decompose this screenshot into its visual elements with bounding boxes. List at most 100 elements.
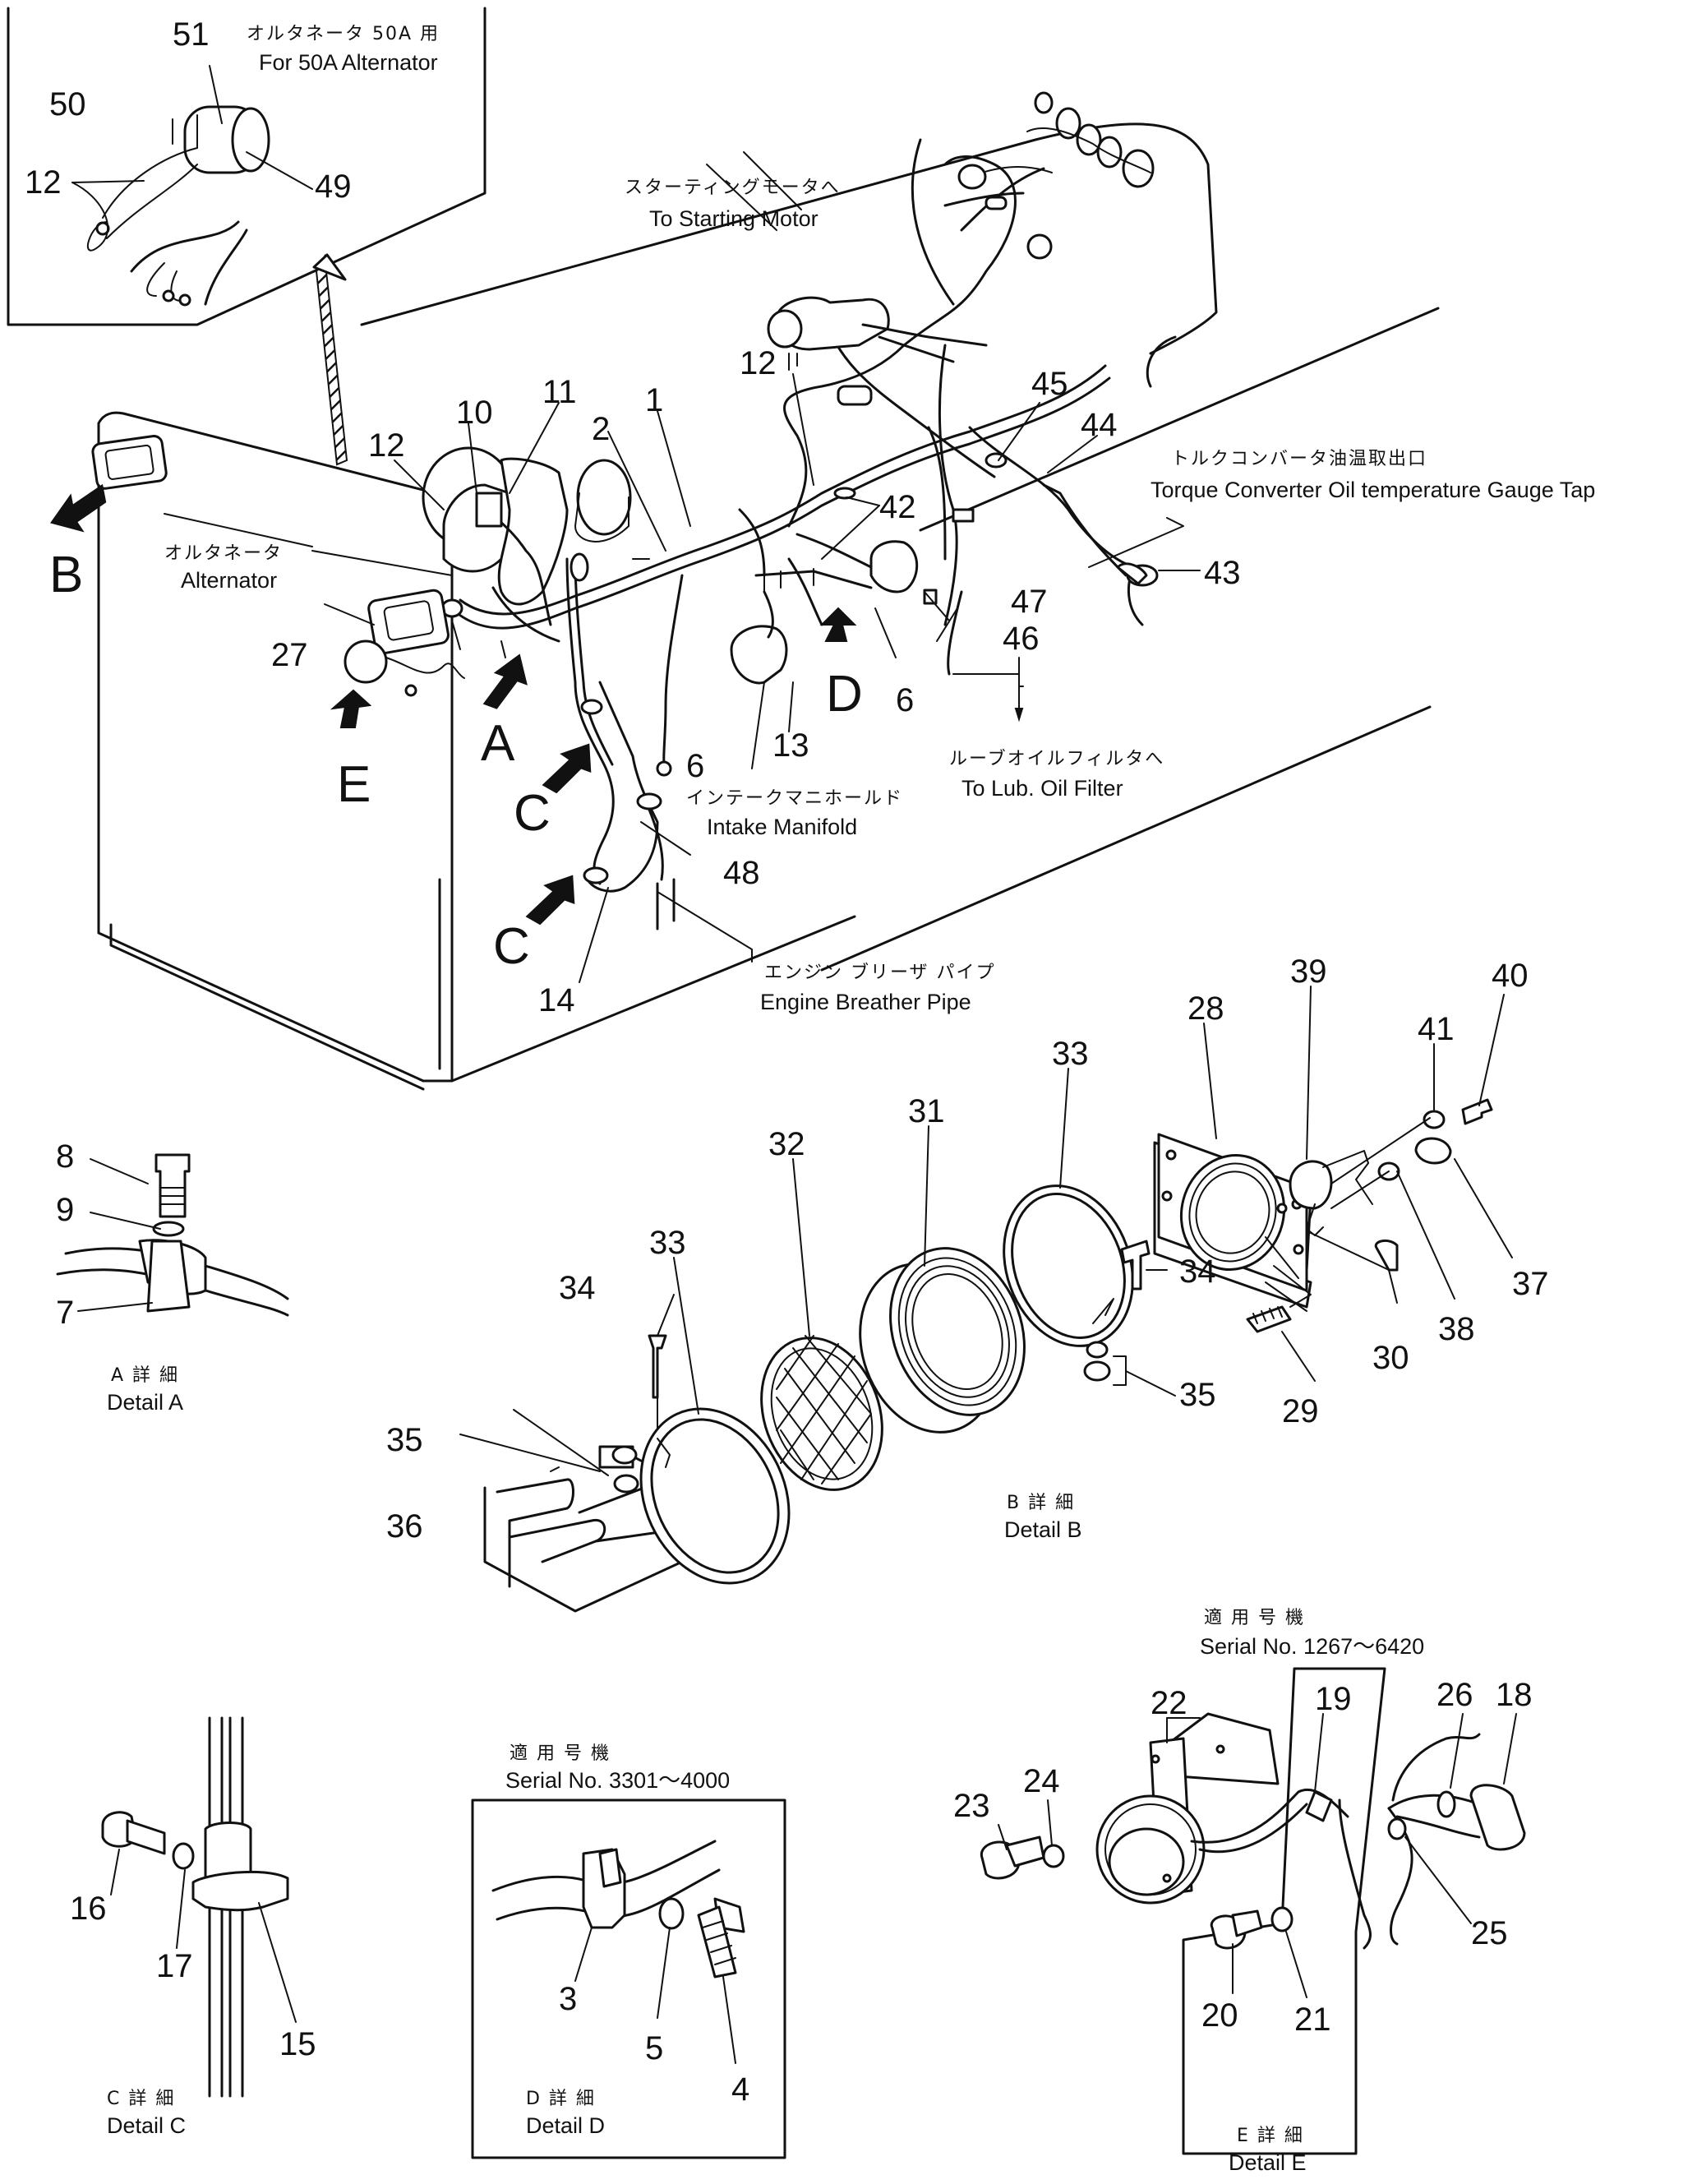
- arrow-label-c1: C: [514, 785, 551, 842]
- label-35-left: 35: [386, 1422, 423, 1458]
- main-harness: [454, 155, 1136, 777]
- arrow-d: [819, 607, 857, 642]
- detail-e-en: Detail E: [1229, 2150, 1307, 2175]
- part-b-lamp: [91, 435, 168, 490]
- label-32: 32: [768, 1126, 805, 1162]
- label-27: 27: [271, 637, 308, 673]
- detail-a: 8 9 7 A 詳 細 Detail A: [56, 1138, 289, 1415]
- label-18: 18: [1496, 1677, 1533, 1713]
- harness-c: [565, 552, 664, 893]
- label-15: 15: [279, 2026, 316, 2062]
- label-2: 2: [592, 411, 610, 447]
- detail-c-en: Detail C: [107, 2113, 186, 2138]
- alt50-jp: オルタネータ 50A 用: [247, 24, 440, 44]
- label-39: 39: [1290, 953, 1327, 990]
- alternator-en: Alternator: [181, 568, 277, 593]
- lube-en: To Lub. Oil Filter: [961, 776, 1123, 801]
- view-arrows: [49, 483, 857, 926]
- label-45: 45: [1031, 366, 1068, 402]
- label-12-main-right: 12: [740, 345, 777, 381]
- intake-en: Intake Manifold: [707, 815, 857, 839]
- label-36: 36: [386, 1508, 423, 1544]
- main-labels: 12 10 11 2 1 12 42 45 44 43 47 46 6 13 6…: [49, 178, 1595, 1018]
- label-49: 49: [315, 169, 352, 205]
- label-21: 21: [1294, 2002, 1331, 2038]
- label-43: 43: [1204, 555, 1241, 591]
- arrow-label-c2: C: [493, 918, 530, 975]
- torque-jp: トルクコンバータ油温取出口: [1171, 449, 1427, 469]
- label-16: 16: [70, 1891, 107, 1927]
- label-20: 20: [1201, 1997, 1238, 2034]
- label-50: 50: [49, 86, 86, 122]
- detail-b: 35 36 34 33 32 31 33 28 39 41 40 37 38 3…: [386, 953, 1549, 1613]
- alternator-assembly: [422, 446, 632, 658]
- label-30: 30: [1372, 1340, 1409, 1376]
- detail-c: 16 17 15 C 詳 細 Detail C: [70, 1716, 316, 2138]
- arrow-b: [49, 483, 107, 533]
- detail-b-en: Detail B: [1004, 1517, 1082, 1542]
- label-48: 48: [723, 855, 760, 891]
- serial-e-jp: 適 用 号 機: [1204, 1608, 1305, 1628]
- arrow-label-d: D: [826, 666, 863, 723]
- label-8: 8: [56, 1138, 74, 1175]
- detail-a-jp: A 詳 細: [111, 1365, 179, 1386]
- alt50-en: For 50A Alternator: [259, 50, 438, 75]
- label-4: 4: [731, 2071, 749, 2108]
- starting-motor: [767, 296, 988, 406]
- label-17: 17: [156, 1948, 193, 1984]
- label-11: 11: [542, 374, 577, 410]
- label-3: 3: [559, 1981, 577, 2017]
- serial-e-en: Serial No. 1267～6420: [1200, 1634, 1424, 1659]
- serial-d-jp: 適 用 号 機: [510, 1743, 611, 1764]
- label-42: 42: [879, 489, 916, 525]
- label-6-left: 6: [686, 748, 704, 784]
- arrow-label-a: A: [481, 715, 515, 772]
- intake-jp: インテークマニホールド: [686, 788, 903, 809]
- arrow-label-b: B: [49, 547, 83, 603]
- torque-en: Torque Converter Oil temperature Gauge T…: [1151, 478, 1595, 502]
- detail-e-jp: E 詳 細: [1237, 2126, 1304, 2146]
- label-41: 41: [1418, 1011, 1455, 1047]
- label-19: 19: [1315, 1681, 1352, 1717]
- label-38: 38: [1438, 1311, 1475, 1347]
- arrow-c1: [542, 743, 592, 794]
- label-9: 9: [56, 1192, 74, 1228]
- detail-c-jp: C 詳 細: [107, 2089, 175, 2109]
- label-33-right: 33: [1052, 1036, 1089, 1072]
- starting-en: To Starting Motor: [649, 206, 819, 231]
- starting-jp: スターティングモータへ: [625, 178, 841, 198]
- breather-en: Engine Breather Pipe: [760, 990, 971, 1014]
- label-34-right: 34: [1179, 1254, 1216, 1290]
- label-22: 22: [1151, 1685, 1187, 1721]
- label-5: 5: [645, 2030, 663, 2066]
- label-14: 14: [538, 982, 575, 1018]
- label-12-main-left: 12: [368, 427, 405, 464]
- serial-d-en: Serial No. 3301～4000: [505, 1768, 730, 1793]
- part-27-assembly: [344, 589, 465, 697]
- torque-tap: [1042, 483, 1184, 585]
- label-40: 40: [1492, 958, 1529, 994]
- label-26: 26: [1436, 1677, 1473, 1713]
- label-31: 31: [908, 1093, 945, 1129]
- label-10: 10: [456, 395, 493, 431]
- label-13: 13: [772, 727, 809, 764]
- detail-d-en: Detail D: [526, 2113, 605, 2138]
- main-leaders: [164, 151, 1201, 983]
- label-46: 46: [1003, 621, 1040, 657]
- label-37: 37: [1512, 1266, 1549, 1302]
- arrow-a: [482, 653, 528, 709]
- label-29: 29: [1282, 1393, 1319, 1429]
- label-33-left: 33: [649, 1225, 686, 1261]
- lube-jp: ルーブオイルフィルタへ: [949, 749, 1164, 769]
- arrow-label-e: E: [337, 756, 371, 813]
- detail-d: 適 用 号 機 Serial No. 3301～4000 3 5 4 D 詳 細…: [471, 1743, 786, 2159]
- label-28: 28: [1187, 990, 1224, 1027]
- inset-pointer: [315, 253, 348, 466]
- label-51: 51: [173, 16, 210, 53]
- label-47: 47: [1011, 584, 1048, 620]
- label-34-left: 34: [559, 1270, 596, 1306]
- engine-body: [97, 122, 1440, 1091]
- label-35-right: 35: [1179, 1377, 1216, 1413]
- intake-manifold: [730, 508, 1159, 685]
